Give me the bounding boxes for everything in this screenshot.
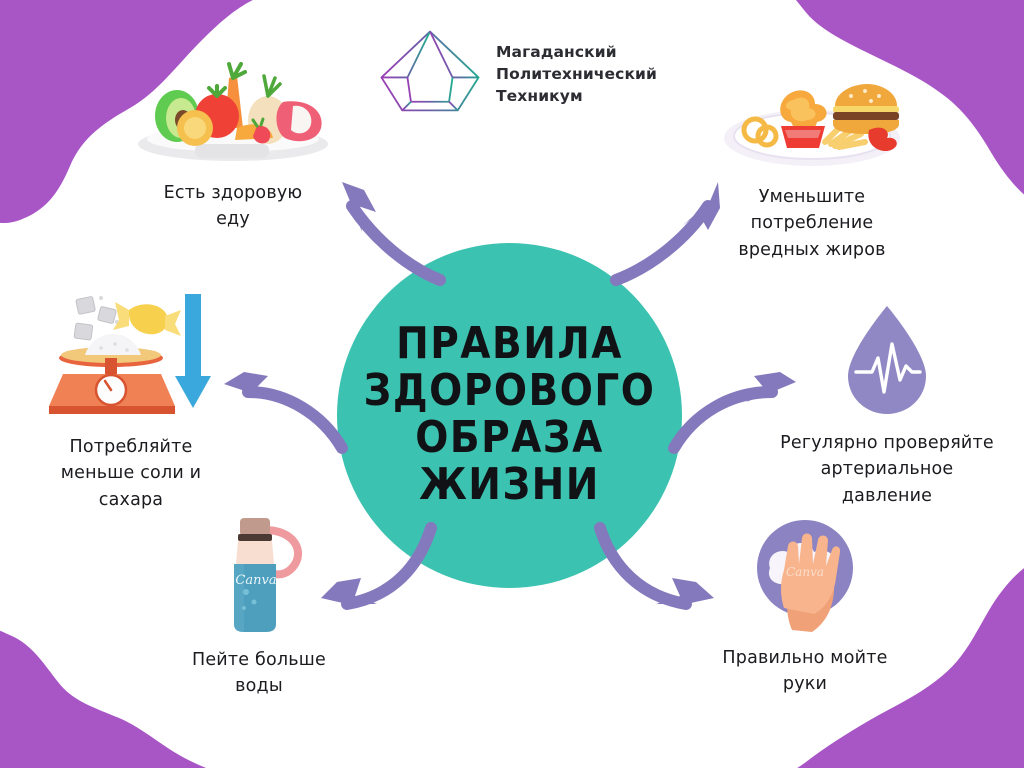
svg-text:Canva: Canva [235, 573, 276, 588]
logo-text: Магаданский Политехнический Техникум [496, 43, 657, 105]
tip-healthy-food: Есть здоровую еду [118, 58, 348, 233]
blood-drop-pulse-icon [848, 306, 926, 414]
svg-text:Canva: Canva [786, 565, 824, 579]
page-title: ПРАВИЛА ЗДОРОВОГО ОБРАЗА ЖИЗНИ [363, 318, 656, 511]
tip-drink-water: Canva Пейте больше воды [148, 512, 370, 700]
center-circle: ПРАВИЛА ЗДОРОВОГО ОБРАЗА ЖИЗНИ [337, 243, 682, 588]
plate-of-fast-food-icon [724, 84, 900, 166]
plate-of-vegetables-icon [138, 62, 328, 161]
tip-label: Уменьшите потребление вредных жиров [738, 187, 886, 260]
tip-label: Потребляйте меньше соли и сахара [60, 437, 202, 510]
tip-label: Есть здоровую еду [163, 183, 303, 230]
tip-label: Правильно мойте руки [722, 648, 888, 695]
washing-hands-icon: Canva [757, 520, 853, 632]
tip-label: Регулярно проверяйте артериальное давлен… [780, 433, 994, 506]
tip-label: Пейте больше воды [191, 650, 326, 697]
tip-less-salt: Потребляйте меньше соли и сахара [18, 286, 244, 513]
gem-diamond-icon [380, 30, 480, 112]
tip-blood-pressure: Регулярно проверяйте артериальное давлен… [762, 300, 1012, 509]
water-bottle-icon: Canva [234, 518, 303, 632]
kitchen-scale-sugar-icon [49, 294, 211, 414]
tip-wash-hands: Canva Правильно мойте руки [688, 512, 922, 698]
institution-logo: Магаданский Политехнический Техникум [378, 26, 657, 122]
tip-reduce-fats: Уменьшите потребление вредных жиров [694, 76, 930, 263]
